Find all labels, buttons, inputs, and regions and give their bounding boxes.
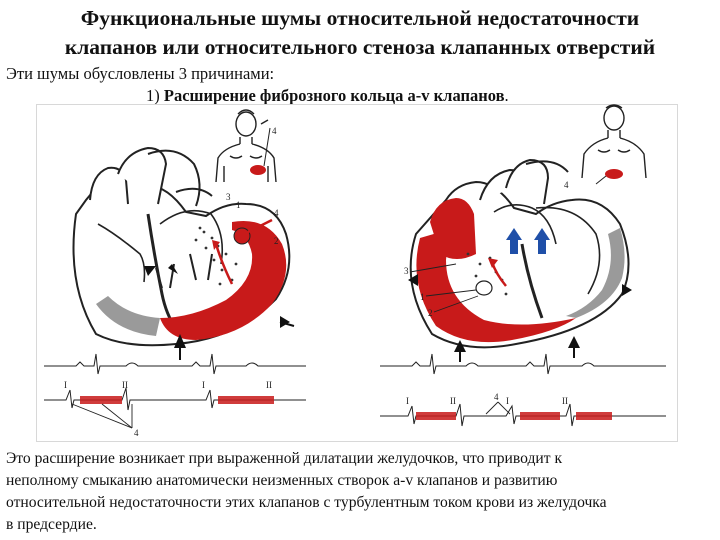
slide-title: Функциональные шумы относительной недост…	[0, 4, 720, 62]
left-heart-spot	[250, 165, 266, 175]
cause-item-1: 1) Расширение фиброзного кольца а-v клап…	[146, 86, 509, 106]
left-label-4-top: 4	[272, 126, 277, 136]
left-label-2: 2	[274, 236, 279, 246]
explanation-line-1: Это расширение возникает при выраженной …	[6, 450, 563, 467]
left-ventricle-wall	[160, 220, 287, 340]
right-ecg-label-I-b: I	[506, 396, 509, 406]
explanation-line-3: относительной недостаточности этих клапа…	[6, 494, 607, 511]
right-label-4-top: 4	[564, 180, 569, 190]
right-heart-diagram: 4 3 1 2 4 I II I II	[380, 104, 666, 427]
right-ecg-label-II-a: II	[450, 396, 456, 406]
left-ecg-label-4: 4	[134, 428, 139, 438]
left-label-4-mid: 4	[274, 208, 279, 218]
left-ecg-label-II-a: II	[122, 380, 128, 390]
right-flow-arrows	[506, 228, 550, 254]
right-label-3: 3	[404, 266, 409, 276]
cause-end: .	[504, 86, 509, 105]
cause-number: 1)	[146, 86, 160, 105]
right-ecg-label-I-a: I	[406, 396, 409, 406]
right-label-1: 1	[420, 292, 425, 302]
right-ecg-label-4: 4	[494, 392, 499, 402]
left-ecg-label-I-a: I	[64, 380, 67, 390]
title-line-1: Функциональные шумы относительной недост…	[80, 6, 640, 30]
explanation-line-2: неполному смыканию анатомически неизменн…	[6, 472, 558, 489]
left-label-1: 1	[236, 200, 241, 210]
right-label-2: 2	[428, 308, 433, 318]
right-heart-spot	[605, 169, 623, 179]
right-ventricle-wall	[416, 224, 576, 343]
cause-text: Расширение фиброзного кольца а-v клапано…	[163, 86, 505, 105]
left-ecg-trace	[44, 353, 306, 411]
intro-text: Эти шумы обусловлены 3 причинами:	[6, 64, 275, 83]
left-ecg-label-I-b: I	[202, 380, 205, 390]
right-ecg-label-II-b: II	[562, 396, 568, 406]
title-line-2: клапанов или относительного стеноза клап…	[64, 35, 656, 59]
explanation-paragraph: Это расширение возникает при выраженной …	[6, 448, 714, 536]
right-ecg-trace	[380, 353, 666, 427]
left-heart-diagram: 4 3 4 2 1 I II I II 4	[44, 109, 306, 438]
left-label-3: 3	[226, 192, 231, 202]
left-ecg-label-II-b: II	[266, 380, 272, 390]
explanation-line-4: в предсердие.	[6, 516, 97, 533]
right-person-icon	[581, 104, 647, 179]
heart-illustration: 4 3 4 2 1 I II I II 4	[36, 104, 678, 442]
